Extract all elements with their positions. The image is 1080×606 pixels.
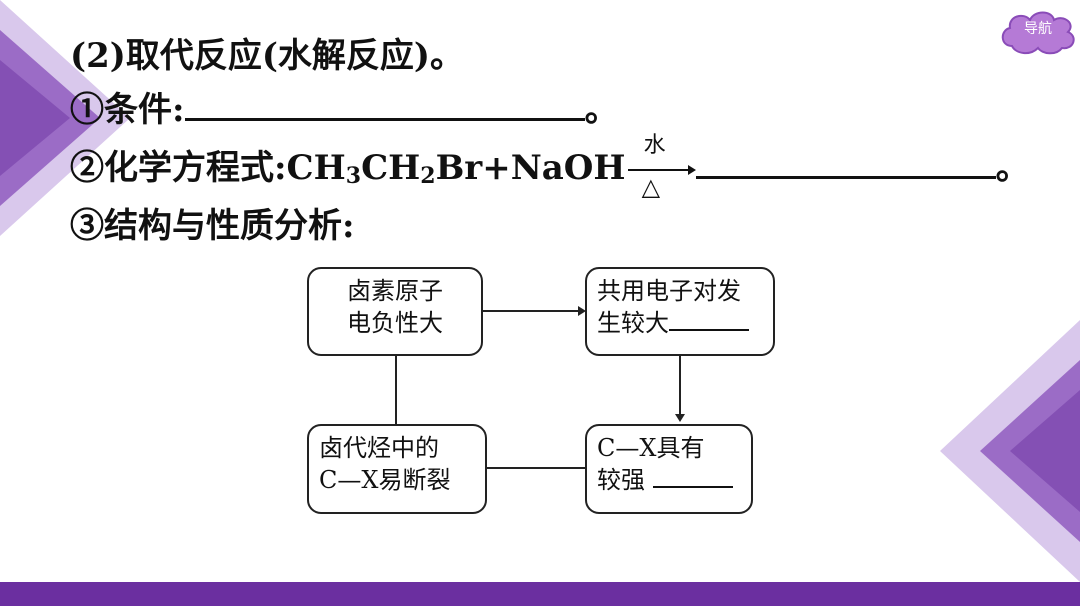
box3-blank[interactable]	[652, 464, 733, 488]
nav-label: 导航	[1024, 21, 1052, 37]
line-substitution: (2)取代反应(水解反应)。	[70, 36, 465, 76]
box-bond-break: 卤代烃中的 C—X易断裂	[307, 424, 487, 514]
line-analysis: ③结构与性质分析:	[70, 206, 355, 246]
arrow-icon	[627, 165, 696, 175]
reaction-arrow: 水△	[626, 133, 696, 201]
nav-button[interactable]: 导航	[998, 6, 1078, 56]
left-decoration	[0, 0, 130, 236]
box-bond-strong: C—X具有 较强	[585, 424, 753, 514]
cloud-icon	[1001, 11, 1075, 55]
equation-blank[interactable]	[695, 146, 996, 179]
box-halogen-electronegativity: 卤素原子 电负性大	[307, 267, 483, 356]
right-decoration	[940, 320, 1080, 582]
condition-blank[interactable]	[184, 88, 585, 121]
line-condition: ①条件:。	[70, 88, 619, 130]
box-electron-pair: 共用电子对发 生较大	[585, 267, 775, 356]
bottom-bar	[0, 582, 1080, 606]
box2-blank[interactable]	[669, 307, 749, 331]
